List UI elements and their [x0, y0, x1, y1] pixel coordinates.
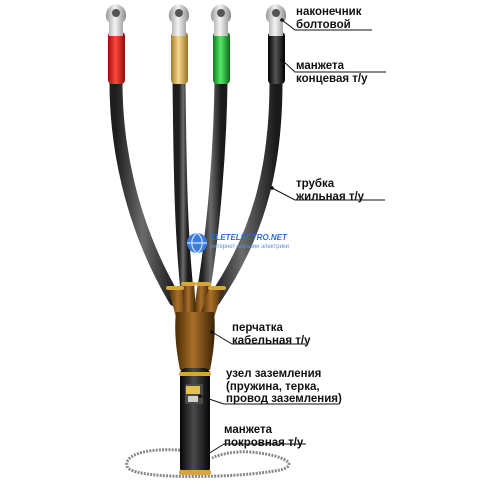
- label-end-cuff: манжета концевая т/у: [296, 60, 367, 85]
- label-line: кабельная т/у: [232, 334, 311, 347]
- watermark-tagline: интернет-магазин электрики: [210, 244, 289, 250]
- leader-core-tube: [271, 187, 385, 201]
- bolt-lug-red: [105, 4, 127, 36]
- core-tube-red: [109, 75, 182, 307]
- watermark: ELETELECTRO.NET интернет-магазин электри…: [186, 229, 296, 257]
- label-line: трубка: [296, 178, 335, 190]
- bolt-lug-black: [265, 4, 287, 36]
- label-line: перчатка: [232, 322, 283, 334]
- glove-finger-2: [182, 282, 196, 313]
- bolt-lug-yellow: [168, 4, 190, 36]
- label-line: болтовой: [296, 18, 351, 31]
- label-line: концевая т/у: [296, 72, 368, 85]
- core-tube-yellow: [172, 75, 195, 307]
- watermark-name: ELETELECTRO.NET: [210, 233, 287, 242]
- label-line: покровная т/у: [224, 436, 304, 449]
- ground-node-spring: [188, 396, 198, 402]
- glove-ring-1: [166, 286, 184, 290]
- glove-ring-3: [196, 282, 211, 286]
- leader-lug: [281, 19, 372, 31]
- watermark-logo: [187, 232, 207, 254]
- yellow-band-1: [179, 372, 211, 376]
- label-line: жильная т/у: [296, 190, 365, 203]
- ground-node-clamp: [186, 386, 200, 394]
- leader-cover-cuff: [207, 443, 306, 455]
- end-cuff-red: [108, 32, 125, 84]
- label-line: манжета: [224, 424, 272, 436]
- core-tube-green: [195, 75, 228, 307]
- label-line: (пружина, терка,: [226, 380, 320, 393]
- label-line: наконечник: [296, 6, 362, 18]
- leader-end-cuff: [281, 59, 386, 73]
- glove-ring-2: [181, 282, 196, 286]
- core-tube-black: [207, 75, 283, 307]
- bolt-lug-green: [210, 4, 232, 36]
- glove-finger-4: [200, 286, 224, 318]
- label-cable-glove: перчатка кабельная т/у: [232, 322, 311, 347]
- label-cover-cuff: манжета покровная т/у: [224, 424, 303, 449]
- label-line: провод заземления): [226, 393, 342, 405]
- yellow-band-2: [179, 470, 211, 475]
- label-ground-node: узел заземления (пружина, терка, провод …: [226, 368, 342, 406]
- glove-ring-4: [208, 286, 226, 290]
- cover-cuff: [180, 368, 210, 474]
- label-core-tube: трубка жильная т/у: [296, 178, 364, 203]
- label-bolt-lug: наконечник болтовой: [296, 6, 361, 31]
- ground-wire: [125, 448, 291, 478]
- end-cuff-black: [268, 32, 285, 84]
- end-cuff-green: [213, 32, 230, 84]
- label-line: манжета: [296, 60, 344, 72]
- label-line: узел заземления: [226, 368, 322, 380]
- end-cuff-yellow: [171, 32, 188, 84]
- leader-ground-node: [199, 395, 338, 405]
- cable-glove: [175, 312, 215, 370]
- leader-glove: [211, 331, 306, 345]
